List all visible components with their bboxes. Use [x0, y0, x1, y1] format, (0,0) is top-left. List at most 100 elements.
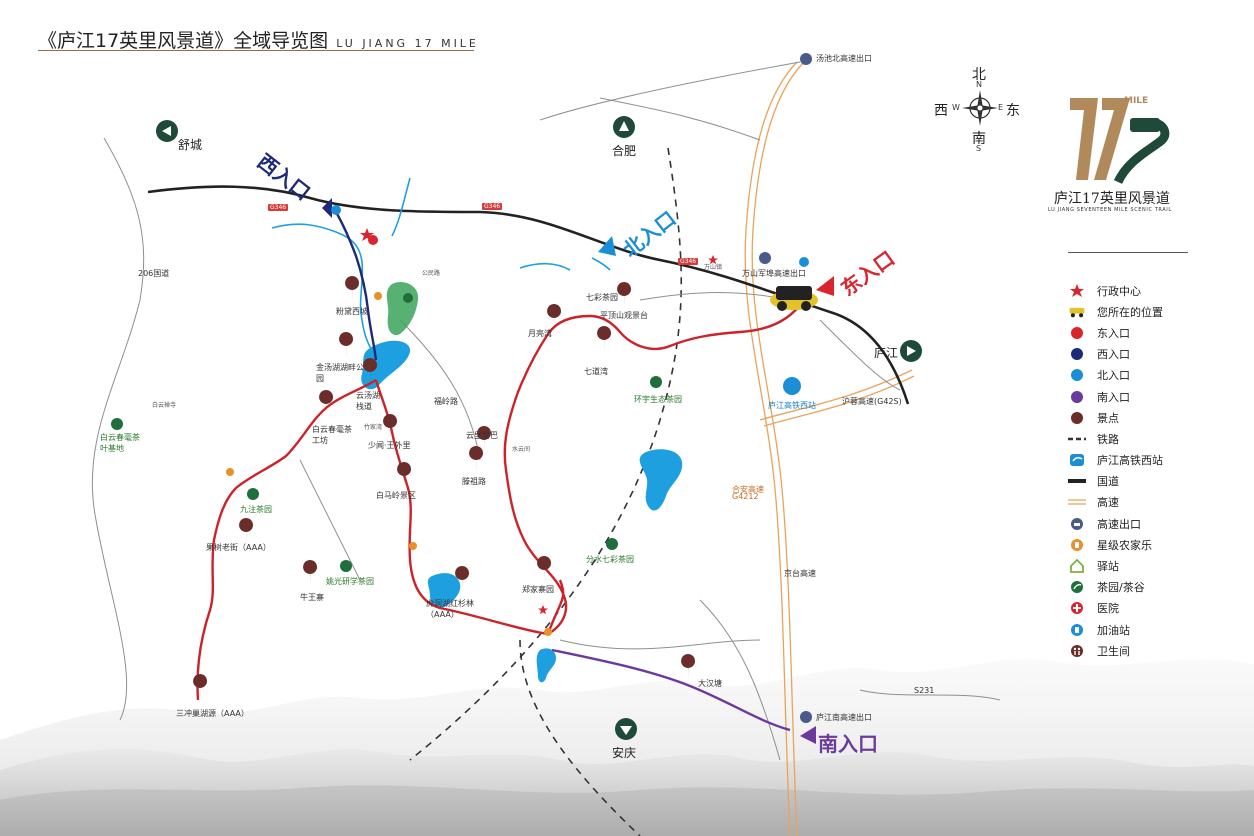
- title-underline: [38, 50, 474, 51]
- legend-item: 南入口: [1068, 386, 1163, 407]
- legend-label: 庐江高铁西站: [1097, 454, 1163, 468]
- red-dot-icon: [1068, 326, 1086, 340]
- water: [361, 340, 683, 683]
- poi-yunli: 云里安巴: [466, 431, 498, 440]
- road-s231: S231: [914, 686, 935, 695]
- legend-label: 星级农家乐: [1097, 538, 1152, 552]
- toilet-icon: [1068, 644, 1086, 658]
- legend-label: 卫生间: [1097, 644, 1130, 658]
- road-huqing: 沪蓉高速(G42S): [842, 397, 902, 406]
- purple-dot-icon: [1068, 390, 1086, 404]
- legend-label: 医院: [1097, 602, 1119, 616]
- legend-label: 东入口: [1097, 326, 1130, 340]
- city-lujiang: 庐江: [874, 346, 899, 360]
- legend-divider: [1068, 252, 1188, 253]
- legend-item: 铁路: [1068, 428, 1163, 449]
- legend-item: 行政中心: [1068, 280, 1163, 301]
- exit-lujiang-south: 庐江南高速出口: [816, 713, 872, 722]
- poi-yaoguang: 姚光研学茶园: [326, 577, 374, 586]
- dashed-line-icon: [1068, 432, 1086, 446]
- poi-yueliang: 月亮湾: [528, 329, 552, 338]
- road-shield-g346: G346: [678, 258, 699, 265]
- compass-e: E: [998, 103, 1004, 112]
- legend-label: 高速: [1097, 496, 1119, 510]
- tea-markers: [111, 293, 662, 572]
- legend-label: 景点: [1097, 411, 1119, 425]
- compass-south: 南: [972, 131, 986, 147]
- farmstay-icon: [1068, 538, 1086, 552]
- legend-label: 西入口: [1097, 348, 1130, 362]
- poi-sanchong: 三冲巢湖源（AAA）: [176, 709, 249, 718]
- legend-label: 茶园/茶谷: [1097, 581, 1145, 595]
- national-road-g346: [147, 185, 910, 405]
- compass-north: 北: [972, 67, 986, 83]
- legend-label: 您所在的位置: [1097, 305, 1163, 319]
- compass-n: N: [976, 80, 982, 89]
- legend-item: 庐江高铁西站: [1068, 450, 1163, 471]
- tea-icon: [1068, 580, 1086, 594]
- poi-fenmu: 粉黛西坡: [336, 307, 368, 316]
- legend-label: 南入口: [1097, 390, 1130, 404]
- poi-guoshu: 果树老街（AAA）: [206, 543, 271, 552]
- train-icon: [1068, 453, 1086, 467]
- double-line-icon: [1068, 495, 1086, 509]
- legend-item: 医院: [1068, 598, 1163, 619]
- admin-star: [360, 228, 374, 241]
- city-shucheng: 舒城: [178, 138, 203, 152]
- legend-item: 高速: [1068, 492, 1163, 513]
- legend-item: 北入口: [1068, 365, 1163, 386]
- legend-label: 北入口: [1097, 369, 1130, 383]
- poi-wanshan-town: 万山镇: [704, 264, 723, 271]
- fuel-icon: [1068, 623, 1086, 637]
- poi-jintang: 金汤湖湖畔公园: [316, 363, 364, 383]
- legend-label: 加油站: [1097, 623, 1130, 637]
- poi-bailing: 白马岭景区: [376, 491, 416, 500]
- legend-item: 星级农家乐: [1068, 534, 1163, 555]
- hospital-icon: [1068, 601, 1086, 615]
- compass-west: 西: [934, 103, 948, 119]
- legend-label: 高速出口: [1097, 517, 1141, 531]
- legend-item: 卫生间: [1068, 640, 1163, 661]
- poi-zhujia: 竹家湾: [364, 424, 383, 431]
- logo-slogan: 庐江17英里风景道: [1054, 191, 1170, 207]
- south-entry-route: [551, 648, 791, 732]
- legend-label: 铁路: [1097, 432, 1119, 446]
- exit-wanshan: 万山军埠高速出口: [742, 269, 806, 278]
- poi-baiyun-base: 白云春毫茶叶基地: [100, 433, 140, 453]
- legend-item: 景点: [1068, 407, 1163, 428]
- legend-item: 驿站: [1068, 555, 1163, 576]
- south-star: [538, 605, 548, 615]
- poi-yuntang: 云汤湖栈道: [356, 391, 380, 411]
- station-icon: [1068, 559, 1086, 573]
- poi-fenshui: 分水七彩茶园: [586, 555, 634, 564]
- logo-en: LU JIANG SEVENTEEN MILE SCENIC TRAIL: [1048, 207, 1172, 213]
- secondary-roads: [91, 61, 1001, 761]
- legend-item: 西入口: [1068, 344, 1163, 365]
- black-line-icon: [1068, 474, 1086, 488]
- forest-patch: [386, 281, 419, 336]
- poi-pins: [193, 276, 696, 702]
- navy-dot-icon: [1068, 347, 1086, 361]
- poi-zhengjia: 郑家寨园: [522, 585, 554, 594]
- city-hefei: 合肥: [612, 144, 637, 158]
- poi-duanzu: 滕祖路: [462, 477, 486, 486]
- west-entry-route: [334, 211, 378, 361]
- compass: 北 N 西 W E 东 南 S: [930, 66, 1030, 156]
- road-hefei-anqing: 合安高速: [732, 485, 764, 494]
- mountain-backdrop: [0, 659, 1254, 836]
- legend-item: 茶园/茶谷: [1068, 577, 1163, 598]
- wanshan-star: [708, 255, 718, 265]
- brown-dot-icon: [1068, 411, 1086, 425]
- railways: [409, 147, 683, 836]
- road-g4212: G4212: [732, 492, 759, 501]
- blue-dot-icon: [1068, 368, 1086, 382]
- map-title-main: 《庐江17英里风景道》全域导览图: [38, 30, 329, 52]
- poi-baiyun: 白云春毫茶工坊: [312, 425, 352, 445]
- poi-niuwang: 牛王寨: [300, 593, 324, 602]
- poi-dahan: 大汉塘: [698, 679, 722, 688]
- legend-item: 您所在的位置: [1068, 301, 1163, 322]
- exit-tangchi-north: 汤池北高速出口: [816, 54, 872, 63]
- compass-s: S: [976, 144, 982, 153]
- compass-east: 东: [1006, 103, 1020, 119]
